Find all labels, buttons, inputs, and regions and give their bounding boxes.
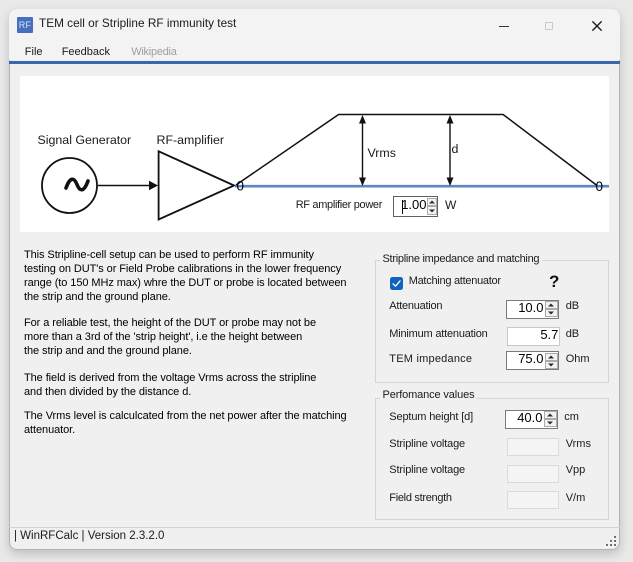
svg-text:0: 0 xyxy=(237,179,245,194)
svg-text:0: 0 xyxy=(596,179,604,194)
